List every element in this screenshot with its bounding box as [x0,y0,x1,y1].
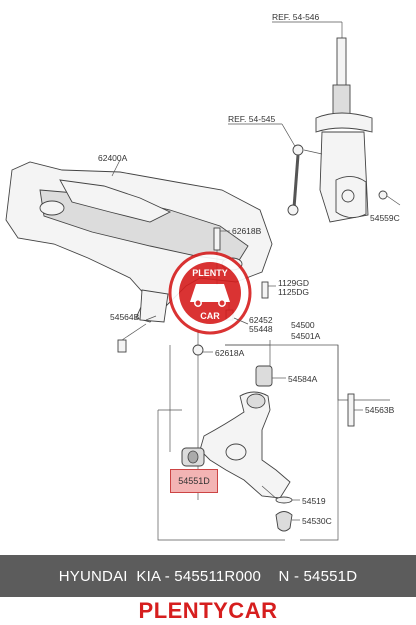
label-54559c: 54559C [370,213,400,223]
label-54500: 54500 [291,320,315,330]
bolt-62618b [213,227,221,251]
part-number-bar: HYUNDAI KIA - 545511R000 N - 54551D [0,555,416,597]
part-number-text: HYUNDAI KIA - 545511R000 N - 54551D [58,567,358,585]
bolt-1129gd [261,281,269,299]
label-62618b: 62618B [232,226,262,236]
bushing-54551d [181,447,205,467]
brand-name: PLENTYCAR [138,598,278,623]
label-54584a: 54584A [288,374,318,384]
strut-assembly [315,22,401,223]
nut-54519 [275,496,293,504]
control-arm-group [157,340,390,541]
label-1125dg: 1125DG [278,287,309,297]
subframe-cutout [59,179,172,223]
label-54551d: 54551D [178,476,210,486]
front-bushing-bracket [139,289,169,323]
label-62618a: 62618A [215,348,245,358]
label-54530c: 54530C [302,516,332,526]
label-62400a: 62400A [98,153,128,163]
link-ball-upper [292,144,304,156]
watermark-top-text: PLENTY [192,268,228,278]
label-54519: 54519 [302,496,326,506]
strut-rod [336,37,347,89]
lower-control-arm [199,391,291,501]
ball-joint-54530c [275,511,293,532]
bolt-hole [341,189,355,203]
stabilizer-link [281,123,323,216]
label-54564b: 54564B [110,312,140,322]
label-55448: 55448 [249,324,273,334]
highlighted-part-box: 54551D [170,469,218,493]
rear-bushing-eye [246,393,266,409]
label-ref-54-546: REF. 54-546 [272,12,320,22]
label-54501a: 54501A [291,331,321,341]
bolt-54563b [347,393,363,427]
arm-cutout [225,443,247,461]
subframe-bushing-left [39,200,65,216]
ball-joint-parts [275,496,300,532]
link-ball-lower [287,204,299,216]
parts-diagram: PLENTY CAR REF. 5 [5,12,401,541]
spring-seat [315,112,373,133]
label-1129gd: 1129GD [278,278,309,288]
bolt-54564b [117,339,127,353]
label-54563b: 54563B [365,405,395,415]
nut-62618a [192,344,204,356]
watermark-bottom-text: CAR [200,311,220,321]
label-62452: 62452 [249,315,273,325]
bushing-54584a [255,365,286,387]
nut-54559c [378,190,388,200]
label-ref-54-545: REF. 54-545 [228,114,276,124]
watermark-logo: PLENTY CAR [168,251,252,335]
